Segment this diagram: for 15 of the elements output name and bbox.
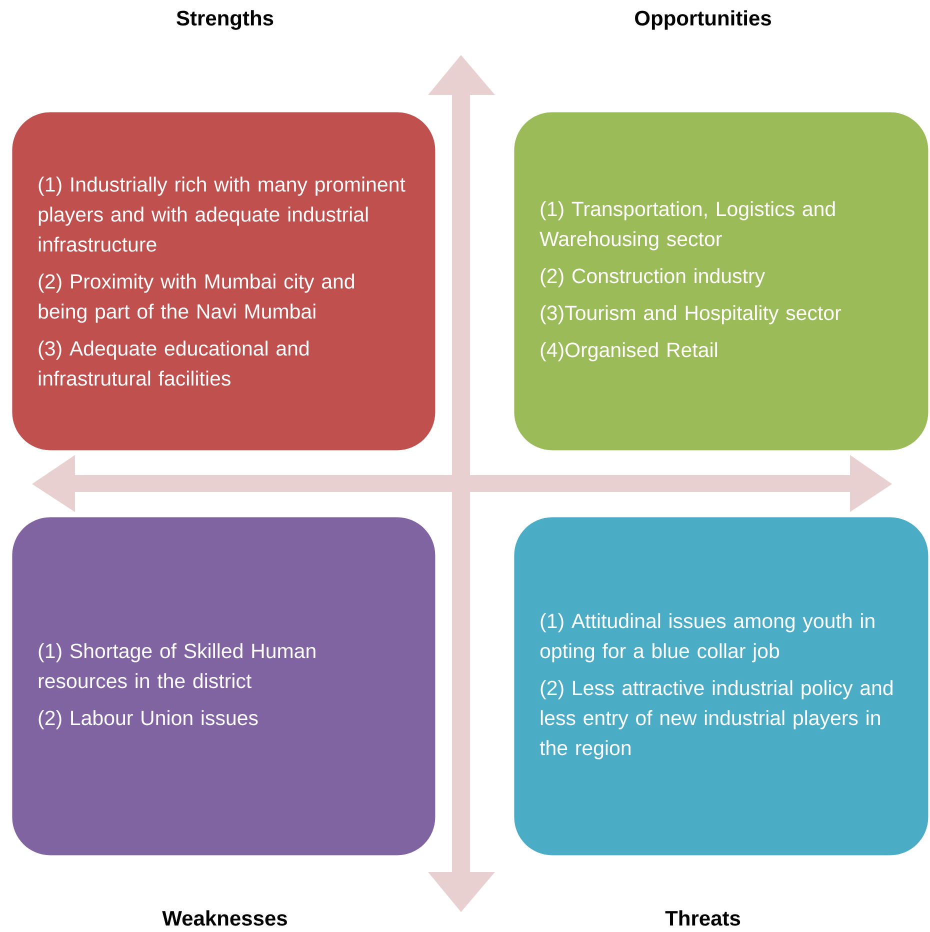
quadrant-heading: Weaknesses <box>162 910 287 926</box>
list-item: (1) Attitudinal issues among youth in opting for a blue collar job <box>540 613 874 662</box>
quadrant-heading: Opportunities <box>635 10 771 30</box>
list-item: (3) Adequate educational and infrastrutural facilities <box>38 340 309 386</box>
list-item: (2) Less attractive industrial policy and less entry of new industrial players in the region <box>540 680 892 760</box>
list-item: (1) Industrially rich with many prominent players and with adequate industrial infrastructure <box>38 176 406 252</box>
list-item: (2) Proximity with Mumbai city and being part of the Navi Mumbai <box>38 274 354 323</box>
list-item: (2) Labour Union issues <box>38 710 258 730</box>
list-item: (1) Shortage of Skilled Human resources in the district <box>38 643 316 688</box>
quadrant-heading: Strengths <box>176 10 274 30</box>
list-item: (1) Transportation, Logistics and Warehousing sector <box>540 201 835 250</box>
list-item: (4)Organised Retail <box>540 342 717 362</box>
quadrant-heading: Threats <box>665 910 740 926</box>
list-item: (3)Tourism and Hospitality sector <box>540 305 842 324</box>
list-item: (2) Construction industry <box>540 268 766 288</box>
